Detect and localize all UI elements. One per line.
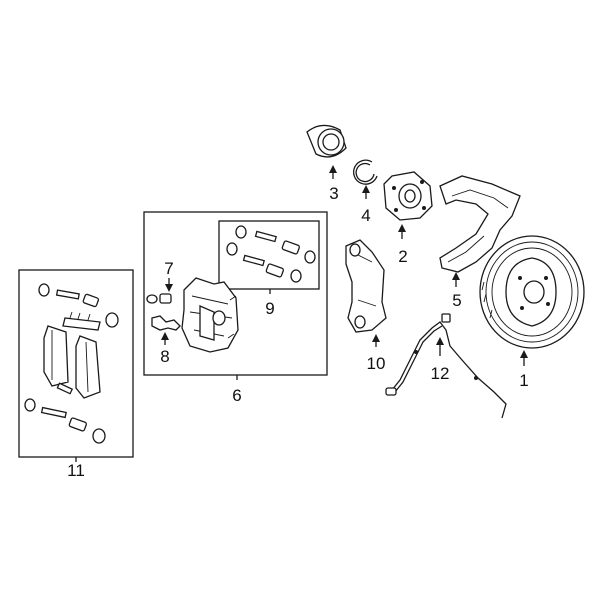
arrow-8 (161, 332, 169, 340)
caliper-assembly-icon[interactable] (181, 277, 239, 353)
callout-2[interactable]: 2 (398, 247, 407, 266)
brake-rotor-icon[interactable] (479, 235, 585, 349)
callout-11[interactable]: 11 (67, 461, 85, 480)
caliper-clip-icon[interactable] (151, 315, 181, 331)
arrow-2 (398, 224, 406, 232)
callout-6[interactable]: 6 (232, 386, 241, 405)
callout-1[interactable]: 1 (519, 371, 528, 390)
callout-5[interactable]: 5 (452, 291, 461, 310)
arrow-3 (329, 165, 337, 173)
callout-9[interactable]: 9 (265, 299, 274, 318)
wheel-bearing-icon[interactable] (306, 124, 347, 158)
guide-pin-kit-icon[interactable] (226, 225, 316, 283)
callout-8[interactable]: 8 (160, 347, 169, 366)
guide-pin-kit-box (218, 220, 320, 290)
arrow-5 (452, 272, 460, 280)
callout-3[interactable]: 3 (329, 184, 338, 203)
callout-7[interactable]: 7 (164, 259, 173, 278)
brake-pad-set-icon[interactable] (24, 283, 119, 444)
snap-ring-icon[interactable] (352, 159, 378, 185)
callout-12[interactable]: 12 (431, 364, 450, 383)
arrow-10 (372, 334, 380, 342)
callout-10[interactable]: 10 (367, 354, 386, 373)
arrow-7 (165, 284, 173, 292)
bleeder-screw-icon[interactable] (146, 293, 172, 304)
arrow-12 (436, 337, 444, 345)
wheel-hub-icon[interactable] (383, 171, 433, 221)
caliper-assembly-box (143, 211, 328, 376)
callout-4[interactable]: 4 (361, 206, 370, 225)
arrow-4 (362, 185, 370, 193)
splash-shield-icon[interactable] (439, 175, 521, 273)
wear-sensor-icon[interactable] (385, 313, 507, 419)
arrow-1 (520, 350, 528, 358)
caliper-bracket-icon[interactable] (345, 239, 387, 333)
